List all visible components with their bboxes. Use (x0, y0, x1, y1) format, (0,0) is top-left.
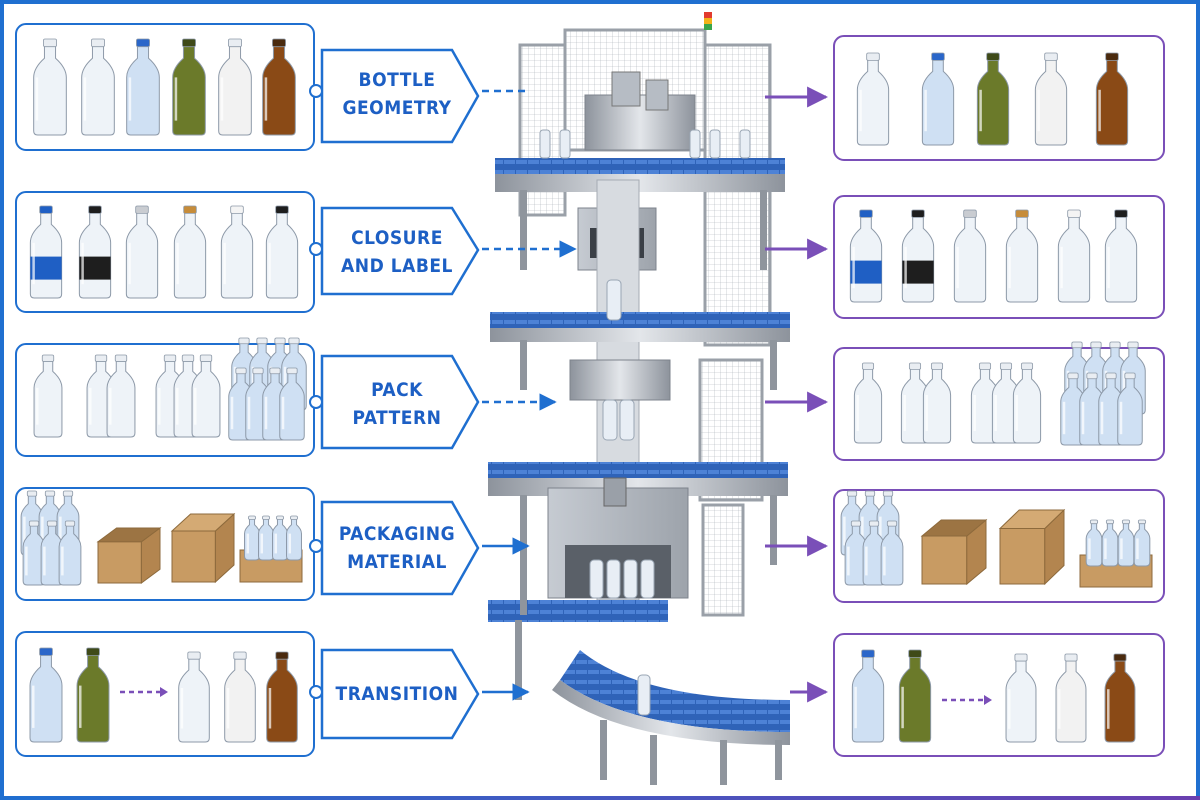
label-pack-pattern: PACK PATTERN (322, 376, 472, 432)
label-packaging-material: PACKAGING MATERIAL (322, 520, 472, 576)
product-illustrations (20, 38, 1153, 743)
bottle (224, 651, 256, 743)
label-chevron (320, 500, 480, 596)
bottle (218, 38, 252, 136)
bottle (1005, 653, 1037, 743)
bottle (33, 354, 63, 438)
bottle (244, 515, 260, 561)
bottle (1012, 362, 1042, 444)
label-chevron (320, 648, 480, 740)
conveyor-belt (488, 462, 788, 478)
packaging-machine-illustration (488, 12, 790, 785)
transition-arrow (942, 695, 992, 705)
bottle (921, 52, 955, 146)
bottle (1079, 372, 1105, 446)
label-chevron (320, 206, 480, 296)
bottle (265, 205, 299, 299)
bottle (851, 649, 885, 743)
bottle (1117, 519, 1135, 567)
bottle (272, 515, 288, 561)
bottle (1005, 209, 1039, 303)
conveyor-belt (490, 312, 790, 328)
bottle (1098, 372, 1124, 446)
bottle (898, 649, 932, 743)
category-labels (320, 48, 480, 740)
bottle (880, 520, 904, 586)
bottle (258, 515, 274, 561)
bottle (279, 367, 305, 441)
bottle (1104, 653, 1136, 743)
label-chevron (320, 48, 480, 144)
bottle (853, 362, 883, 444)
bottle (1055, 653, 1087, 743)
bottle (76, 647, 110, 743)
curved-conveyor (560, 650, 790, 732)
transition-arrow (120, 687, 168, 697)
bottle (173, 205, 207, 299)
label-line: BOTTLE (358, 69, 436, 91)
safety-guard (703, 43, 772, 347)
bottle (178, 651, 210, 743)
label-line: CLOSURE (351, 227, 443, 249)
bottle (191, 354, 221, 438)
label-line: GEOMETRY (342, 97, 452, 119)
bottle (1117, 372, 1143, 446)
bottle (1057, 209, 1091, 303)
conveyor-belt (488, 600, 668, 622)
label-line: PACK (371, 379, 423, 401)
bottle (970, 362, 1000, 444)
bottle (29, 647, 63, 743)
stack-light (704, 12, 712, 18)
bottle (126, 38, 160, 136)
label-line: TRANSITION (335, 683, 459, 705)
label-bottle-geometry: BOTTLE GEOMETRY (322, 66, 472, 122)
bottle (78, 205, 112, 299)
bottle (953, 209, 987, 303)
bottle (1101, 519, 1119, 567)
cardboard-box (170, 512, 236, 584)
bottle (1085, 519, 1103, 567)
cardboard-box (998, 508, 1066, 586)
bottle (220, 205, 254, 299)
bottle (266, 651, 298, 743)
bottle (922, 362, 952, 444)
bottle (172, 38, 206, 136)
bottle (22, 520, 46, 586)
output-arrows (765, 86, 829, 703)
bottle (58, 520, 82, 586)
label-closure-and-label: CLOSURE AND LABEL (322, 224, 472, 280)
input-arrows (482, 89, 577, 701)
bottle (976, 52, 1010, 146)
cardboard-box (920, 518, 988, 586)
bottle (262, 38, 296, 136)
bottle (901, 209, 935, 303)
bottle (81, 38, 115, 136)
label-line: MATERIAL (347, 551, 447, 573)
label-chevron (320, 354, 480, 450)
cardboard-box (96, 527, 162, 584)
bottle (1095, 52, 1129, 146)
bottle (1104, 209, 1138, 303)
label-line: PATTERN (352, 407, 442, 429)
bottle (1060, 372, 1086, 446)
label-transition: TRANSITION (322, 680, 472, 708)
bottle (1034, 52, 1068, 146)
bottle (856, 52, 890, 146)
bottle (33, 38, 67, 136)
bottle (106, 354, 136, 438)
bottle (125, 205, 159, 299)
label-line: AND LABEL (341, 255, 453, 277)
bottle (29, 205, 63, 299)
safety-guard (701, 503, 745, 617)
label-line: PACKAGING (338, 523, 456, 545)
conveyor-belt (495, 158, 785, 174)
bottle (286, 515, 302, 561)
bottle (1133, 519, 1151, 567)
bottle (849, 209, 883, 303)
